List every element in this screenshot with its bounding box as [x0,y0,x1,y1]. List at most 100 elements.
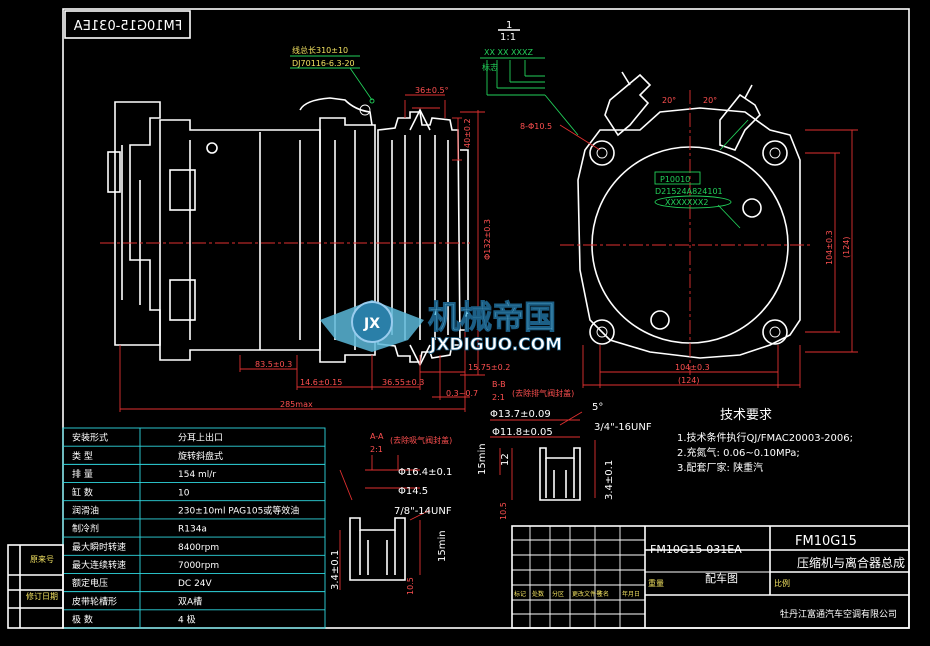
connector-code: DJ70116-6.3-20 [292,59,355,68]
section-b-h4: 3.4±0.1 [604,460,615,500]
spec-value: 分耳上出口 [178,432,223,444]
spec-value: 8400rpm [178,543,219,553]
section-a-d2: Φ14.5 [398,486,428,497]
tech-item-2: 2.充氮气: 0.06~0.10MPa; [677,446,800,459]
dim-v-104: 104±0.3 [825,230,834,265]
ang-20b: 20° [703,96,717,105]
spec-label: 润滑油 [72,504,99,516]
title-product: 压缩机与离合器总成 [797,555,905,570]
mirror-code-text: FM10G15-031EA [74,19,183,34]
section-a-h2: 3.4±0.1 [330,550,341,590]
title-weight: 重量 [648,578,664,588]
dim-14: 14.6±0.15 [300,378,342,387]
title-scale: 比例 [774,578,790,588]
dim-104: 104±0.3 [675,363,710,372]
side-table-date: 修订日期 [26,591,58,601]
title-grid-labels: 标记处数分区更改文件号签名 年月日 [514,590,640,598]
section-b-view [490,411,596,501]
section-b-thread: 3/4"-16UNF [594,422,652,433]
scale-2: 1:1 [500,32,516,43]
code-label: P10010 [660,175,690,184]
watermark-logo: JX [320,300,424,352]
front-dimensions [559,124,858,388]
serial: D21524A824101 [655,187,723,196]
section-a-view [339,455,431,590]
spec-label: 额定电压 [72,577,108,589]
dim-124: (124) [678,376,700,385]
title-company: 牡丹江富通汽车空调有限公司 [780,608,897,620]
title-sheet: 配车图 [705,571,738,585]
spec-value: 7000rpm [178,561,219,571]
dim-phi132: Φ132±0.3 [483,219,492,260]
section-b-scale: 2:1 [492,393,505,402]
dim-0-3: 0.3~0.7 [446,389,478,398]
spec-label: 最大瞬时转速 [72,541,126,553]
spec-value: 154 ml/r [178,470,216,480]
section-b-label: B-B [492,380,506,389]
dim-285: 285max [280,400,313,409]
section-a-thread: 7/8"-14UNF [394,506,452,517]
dim-15-75: 15.75±0.2 [468,363,510,372]
section-b-h1: 15min [477,443,488,475]
section-a-d1: Φ16.4±0.1 [398,467,452,478]
part-code-annotation [480,29,579,136]
spec-label: 排 量 [72,468,93,480]
section-a-h3: 10.5 [406,577,415,595]
title-grid-label: 分区 [552,590,564,598]
nameplate [654,119,749,229]
section-b-ang: 5° [592,402,603,413]
title-grid-label: 更改文件号 [572,590,602,598]
dim-40: 40±0.2 [463,118,472,148]
watermark-name: 机械帝国 [428,298,556,336]
section-b-d2: Φ11.8±0.05 [492,427,553,438]
spec-label: 极 数 [72,614,93,626]
watermark-url: JXDIGUO.COM [429,335,562,355]
part-code: XX XX XXXZ [484,48,533,57]
spec-value: DC 24V [178,579,213,589]
section-b-note: (去除排气阀封盖) [512,388,574,398]
spec-value: 旋转斜盘式 [178,450,223,462]
mirror-code-box [64,10,191,39]
side-table-origin: 原来号 [30,555,54,564]
section-b-d1: Φ13.7±0.09 [490,409,551,420]
oval-text: XXXXXXX2 [665,198,708,207]
tech-title: 技术要求 [720,408,772,423]
dim-83: 83.5±0.3 [255,360,292,369]
dim-36-55: 36.55±0.3 [382,378,424,387]
title-grid-label: 处数 [532,590,544,598]
spec-value: 10 [178,488,190,498]
section-a-h1: 15min [437,530,448,562]
spec-label: 类 型 [72,450,93,462]
title-block-frame [511,525,910,629]
mark-note: 标志 [482,62,498,72]
title-grid-label: 签名 [597,590,609,598]
compressor-front-view [577,71,801,359]
title-grid-label: 标记 [514,590,526,598]
side-dimensions [119,94,485,412]
title-model: FM10G15 [795,534,857,549]
tech-item-1: 1.技术条件执行QJ/FMAC20003-2006; [677,431,853,444]
section-a-scale: 2:1 [370,445,383,454]
dim-36-angle: 36±0.5° [415,86,449,95]
scale-1: 1 [506,20,512,31]
dim-v-124: (124) [842,236,851,258]
spec-value: R134a [178,525,207,535]
spec-value: 双A槽 [178,595,202,607]
spec-table-frame [62,427,326,629]
svg-text:JX: JX [363,316,380,332]
title-drawing-no: FM10G15-031EA [650,543,742,556]
spec-value: 230±10ml PAG105或等效油 [178,504,299,516]
dim-8phi: 8-Φ10.5 [520,122,552,131]
title-grid-label: 年月日 [622,590,640,598]
tech-item-3: 3.配套厂家: 陕重汽 [677,461,763,474]
outer-frame [62,8,910,629]
revision-side-table [7,544,64,629]
spec-value: 4 极 [178,614,196,626]
harness-length: 线总长310±10 [292,45,348,55]
spec-label: 缸 数 [72,486,93,498]
section-b-h3: 10.5 [499,502,508,520]
spec-label: 安装形式 [72,432,108,444]
section-a-note: (去除吸气阀封盖) [390,435,452,445]
